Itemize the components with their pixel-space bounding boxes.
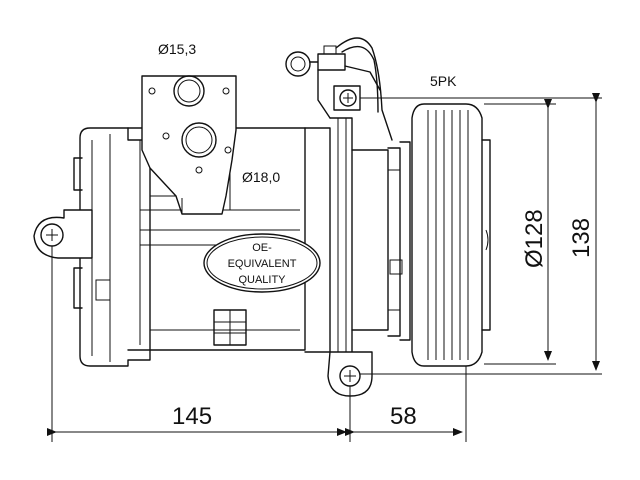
clutch-hub [351, 141, 411, 341]
badge-line-3: QUALITY [238, 274, 286, 286]
pulley [411, 103, 491, 367]
belt-profile-label: 5PK [430, 73, 457, 89]
body-length-label: 145 [172, 403, 212, 430]
badge-line-1: OE- [252, 242, 272, 254]
clutch-connector [285, 37, 393, 141]
pulley-offset-label: 58 [390, 403, 417, 430]
port-small-label: Ø15,3 [158, 41, 196, 57]
oe-quality-badge: OE- EQUIVALENT QUALITY [203, 233, 321, 293]
badge-line-2: EQUIVALENT [228, 258, 297, 270]
overall-height-label: 138 [568, 218, 595, 258]
compressor-rear-housing [73, 127, 151, 367]
port-large-label: Ø18,0 [242, 169, 280, 185]
left-mounting-ear [33, 209, 93, 259]
pulley-diameter-label: Ø128 [521, 209, 548, 268]
service-port-block [141, 75, 237, 215]
